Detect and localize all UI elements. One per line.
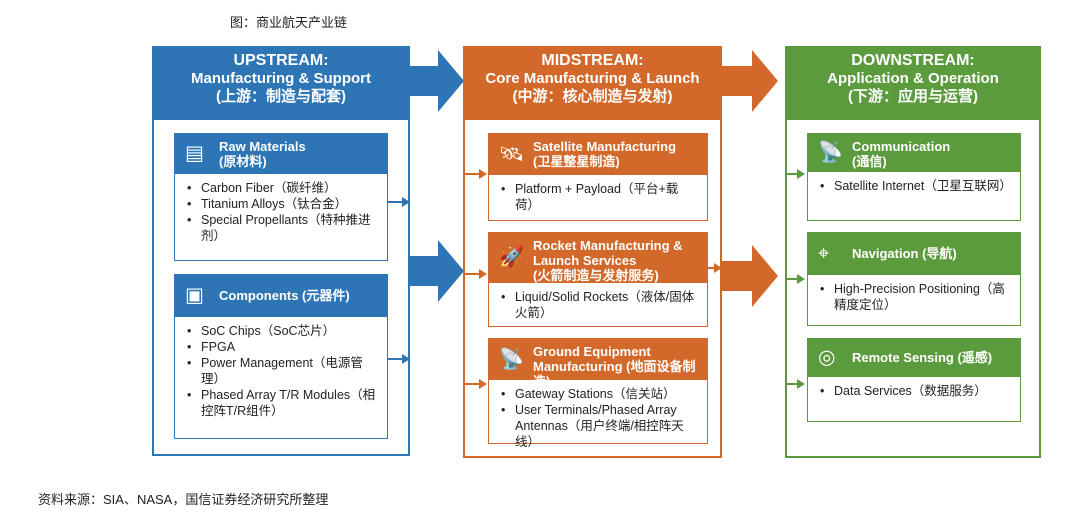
card-remote-sensing: ◎ Remote Sensing (遥感) Data Services（数据服务） [807,338,1021,422]
chip-icon: ▣ [185,284,204,307]
card-title: Satellite Manufacturing [533,139,677,154]
column-cn: (上游：制造与配套) [216,88,346,105]
flow-arrows-up-mid [408,50,464,302]
dish-icon: 📡 [499,348,524,370]
card-satellite-manufacturing: 🛰 Satellite Manufacturing(卫星整星制造) Platfor… [488,133,708,221]
rocket-icon: 🚀 [499,246,524,269]
big-arrow [720,50,778,112]
source-note: 资料来源：SIA、NASA，国信证券经济研究所整理 [38,492,329,507]
card-title: Components (元器件) [219,288,350,303]
column-subtitle: Core Manufacturing & Launch [485,70,700,87]
list-item: Liquid/Solid Rockets（液体/固体火箭） [499,289,697,321]
midstream-header: MIDSTREAM: Core Manufacturing & Launch (… [463,46,722,120]
column-title: UPSTREAM: [233,52,329,69]
card-navigation: ⌖ Navigation (导航) High-Precision Position… [807,232,1021,326]
column-subtitle: Manufacturing & Support [191,70,371,87]
small-arrow [706,263,722,273]
big-arrow [408,50,464,112]
figure-title: 图：商业航天产业链 [230,15,348,30]
card-raw-materials: ▤ Raw Materials(原材料) Carbon Fiber（碳纤维）Tit… [174,133,388,261]
midstream-column: MIDSTREAM: Core Manufacturing & Launch (… [463,46,722,458]
card-title: Communication [852,139,951,154]
list-item: Power Management（电源管理） [185,355,377,387]
column-cn: (下游：应用与运营) [848,88,978,105]
column-title: MIDSTREAM: [541,52,644,69]
list-item: Special Propellants（特种推进剂） [185,212,377,244]
ingots-icon: ▤ [185,142,204,165]
downstream-column: DOWNSTREAM: Application & Operation (下游：… [785,46,1041,458]
card-cn: (原材料) [219,154,267,169]
small-arrow [465,169,487,179]
card-cn: (卫星整星制造) [533,154,620,169]
list-item: Carbon Fiber（碳纤维） [185,180,377,196]
sensing-icon: ◎ [818,346,836,369]
column-cn: (中游：核心制造与发射) [512,88,673,105]
map-pin-icon: ⌖ [818,242,830,265]
small-arrow [465,269,487,279]
column-title: DOWNSTREAM: [851,52,975,69]
list-item: Data Services（数据服务） [818,383,1010,399]
card-title: Remote Sensing (遥感) [852,350,993,365]
small-arrow [787,169,805,179]
list-item: SoC Chips（SoC芯片） [185,323,377,339]
list-item: Platform + Payload（平台+载荷） [499,181,697,213]
small-arrow [388,197,410,207]
list-item: Satellite Internet（卫星互联网） [818,178,1012,194]
list-item: Titanium Alloys（钛合金） [185,196,377,212]
card-communication: 📡 Communication(通信) Satellite Internet（卫星… [807,133,1021,221]
downstream-header: DOWNSTREAM: Application & Operation (下游：… [785,46,1041,120]
small-arrow [388,354,410,364]
card-title: Raw Materials [219,139,306,154]
card-title: Navigation (导航) [852,246,957,261]
list-item: Phased Array T/R Modules（相控阵T/R组件） [185,387,377,419]
card-title: Ground Equipment [533,344,651,359]
card-title: Rocket Manufacturing & Launch Services [533,238,683,268]
antenna-icon: 📡 [818,141,843,164]
flow-arrows-mid-down [720,50,778,307]
column-subtitle: Application & Operation [827,70,999,87]
satellite-icon: 🛰 [499,143,525,165]
card-rocket-manufacturing: 🚀 Rocket Manufacturing & Launch Services(… [488,232,708,327]
list-item: High-Precision Positioning（高精度定位） [818,281,1010,313]
big-arrow [408,240,464,302]
small-arrow [787,379,805,389]
card-cn: Manufacturing (地面设备制造) [533,359,696,389]
card-cn: (通信) [852,154,887,169]
card-cn: (火箭制造与发射服务) [533,268,659,283]
list-item: FPGA [185,339,377,355]
list-item: User Terminals/Phased Array Antennas（用户终… [499,402,697,450]
small-arrow [465,379,487,389]
list-item: Gateway Stations（信关站） [499,386,697,402]
upstream-column: UPSTREAM: Manufacturing & Support (上游：制造… [152,46,410,456]
small-arrow [787,274,805,284]
upstream-header: UPSTREAM: Manufacturing & Support (上游：制造… [152,46,410,120]
big-arrow [720,245,778,307]
card-components: ▣ Components (元器件) SoC Chips（SoC芯片）FPGAPo… [174,274,388,439]
